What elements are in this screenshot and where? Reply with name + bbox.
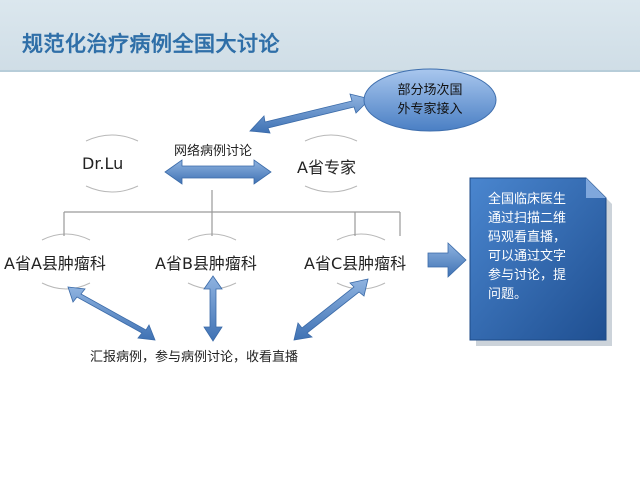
- note-box: [469, 177, 607, 341]
- label-network-discussion: 网络病例讨论: [174, 144, 253, 159]
- drlu-arc-bottom: [85, 185, 139, 193]
- foreign-bubble-line-2: 外专家接入: [397, 102, 463, 117]
- drlu-arc-top: [85, 134, 139, 142]
- note-line-2: 通过扫描二维: [488, 211, 567, 226]
- node-county-b: A省B县肿瘤科: [155, 254, 257, 273]
- arrow-to-note: [427, 242, 467, 278]
- double-arrow-a-to-caption: [67, 286, 156, 341]
- county-a-arc-bottom: [41, 282, 91, 290]
- double-arrow-b-to-caption: [203, 275, 223, 342]
- tree-connectors: [63, 190, 401, 236]
- double-arrow-c-to-caption: [293, 278, 369, 341]
- note-line-4: 可以通过文字: [488, 249, 567, 264]
- expert-arc-bottom: [304, 185, 358, 193]
- note-box-fold: [586, 178, 606, 198]
- note-line-5: 参与讨论，提: [488, 268, 567, 283]
- node-county-a: A省A县肿瘤科: [4, 254, 106, 273]
- note-line-3: 码观看直播，: [488, 230, 567, 245]
- title-rule: [0, 70, 640, 72]
- slide-title: 规范化治疗病例全国大讨论: [22, 32, 280, 56]
- node-county-c: A省C县肿瘤科: [304, 254, 407, 273]
- node-expert-a: A省专家: [297, 158, 356, 177]
- foreign-bubble-line-1: 部分场次国: [397, 83, 463, 98]
- title-bar: [0, 0, 640, 72]
- double-arrow-foreign: [249, 93, 371, 134]
- county-a-arc-top: [41, 233, 91, 241]
- note-line-6: 问题。: [488, 287, 528, 302]
- note-text: 全国临床医生 通过扫描二维 码观看直播， 可以通过文字 参与讨论，提 问题。: [488, 190, 566, 304]
- note-line-1: 全国临床医生: [488, 192, 567, 207]
- foreign-experts-bubble: [363, 68, 497, 132]
- label-bottom-caption: 汇报病例，参与病例讨论，收看直播: [90, 350, 299, 365]
- double-arrow-network: [164, 159, 272, 185]
- county-c-arc-top: [336, 233, 386, 241]
- foreign-bubble-text: 部分场次国 外专家接入: [380, 81, 480, 119]
- node-drlu: Dr.Lu: [82, 154, 124, 173]
- expert-arc-top: [304, 134, 358, 142]
